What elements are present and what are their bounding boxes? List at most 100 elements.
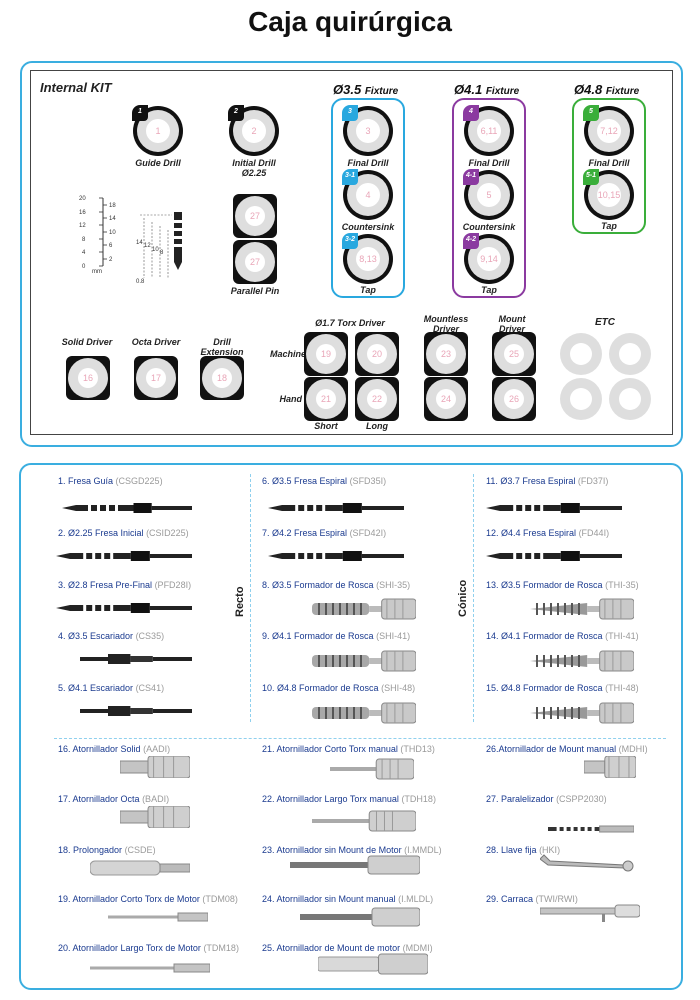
etc-slot [560, 378, 602, 420]
catalog-item-label: 18. Prolongador (CSDE) [58, 845, 156, 855]
catalog-item-label: 26.Atornillador de Mount manual (MDHI) [486, 744, 648, 754]
solid-driver-slot: 16 [66, 356, 110, 400]
catalog-item-label: 1. Fresa Guía (CSGD225) [58, 476, 163, 486]
item-code: (THI-35) [605, 580, 639, 590]
fixture-41-group [452, 98, 526, 298]
item-name: 23. Atornillador sin Mount de Motor [262, 845, 402, 855]
item-code: (TDH18) [401, 794, 436, 804]
catalog-item-label: 17. Atornillador Octa (BADI) [58, 794, 169, 804]
gauge-tick: 6 [109, 243, 113, 249]
instrument-image [539, 900, 641, 927]
catalog-item-label: 8. Ø3.5 Formador de Rosca (SHI-35) [262, 580, 410, 590]
item-code: (THI-41) [605, 631, 639, 641]
solid-driver-label: Solid Driver [61, 337, 113, 347]
instrument-image [530, 702, 635, 729]
recto-label: Recto [234, 586, 246, 617]
conico-label: Cónico [457, 579, 469, 617]
item-code: (MDMI) [402, 943, 433, 953]
mountless-driver-title: Mountless Driver [423, 314, 469, 334]
catalog-item-label: 11. Ø3.7 Fresa Espiral (FD37I) [486, 476, 608, 486]
fixture-35-group [331, 98, 405, 298]
item-name: 3. Ø2.8 Fresa Pre-Final [58, 580, 153, 590]
instrument-image [486, 545, 622, 572]
item-code: (THI-48) [605, 683, 639, 693]
instrument-image [530, 650, 635, 677]
mount-driver-title: Mount Driver [498, 314, 526, 334]
catalog-item-label: 13. Ø3.5 Formador de Rosca (THI-35) [486, 580, 639, 590]
instrument-image [583, 755, 637, 783]
gauge-tick: 20 [79, 196, 86, 202]
catalog-item-label: 3. Ø2.8 Fresa Pre-Final (PFD28I) [58, 580, 191, 590]
item-name: 5. Ø4.1 Escariador [58, 683, 134, 693]
catalog-item-label: 20. Atornillador Largo Torx de Motor (TD… [58, 943, 239, 953]
item-code: (SHI-48) [381, 683, 416, 693]
item-name: 28. Llave fija [486, 845, 537, 855]
mountless-slot-23: 23 [424, 332, 468, 376]
instrument-image [312, 650, 417, 677]
35-tap-label: Tap [360, 285, 376, 295]
item-name: 24. Atornillador sin Mount manual [262, 894, 396, 904]
fixture-48-group [572, 98, 646, 234]
catalog-item-label: 24. Atornillador sin Mount manual (I.MLD… [262, 894, 433, 904]
item-name: 16. Atornillador Solid [58, 744, 141, 754]
catalog-item-label: 9. Ø4.1 Formador de Rosca (SHI-41) [262, 631, 410, 641]
long-label: Long [366, 421, 388, 431]
gauge-depth: 14 [136, 240, 143, 246]
gauge-depth: 8 [160, 250, 164, 256]
item-code: (CSPP2030) [556, 794, 607, 804]
parallel-pin-slot-2: 27 [233, 240, 277, 284]
mount-slot-26: 26 [492, 377, 536, 421]
octa-driver-label: Octa Driver [131, 337, 181, 347]
gauge-tick: 12 [79, 223, 86, 229]
item-code: (TDM18) [203, 943, 239, 953]
48-final-drill-label: Final Drill [588, 158, 630, 168]
divider [250, 474, 251, 722]
item-code: (BADI) [142, 794, 170, 804]
fixture-35-title: Ø3.5 Fixture [333, 82, 399, 97]
catalog-item-label: 19. Atornillador Corto Torx de Motor (TD… [58, 894, 238, 904]
41-tap-label: Tap [481, 285, 497, 295]
item-code: (CS35) [135, 631, 165, 641]
item-code: (SFD35I) [349, 476, 387, 486]
parallel-pin-label: Parallel Pin [230, 286, 280, 296]
item-code: (PFD28I) [154, 580, 192, 590]
gauge-depth: 10 [152, 247, 159, 253]
torx-slot-20: 20 [355, 332, 399, 376]
instrument-image [56, 545, 192, 572]
item-name: 2. Ø2.25 Fresa Inicial [58, 528, 144, 538]
instrument-image [486, 497, 622, 524]
octa-driver-slot: 17 [134, 356, 178, 400]
41-countersink-label: Countersink [462, 222, 516, 232]
instrument-image [62, 497, 192, 524]
gauge-tick: 10 [109, 230, 116, 236]
catalog-frame [19, 463, 683, 990]
divider [54, 738, 666, 739]
item-code: (TDM08) [202, 894, 238, 904]
item-code: (CSDE) [124, 845, 156, 855]
drill-extension-slot: 18 [200, 356, 244, 400]
instrument-image [268, 497, 404, 524]
item-code: (CS41) [135, 683, 165, 693]
catalog-item-label: 2. Ø2.25 Fresa Inicial (CSID225) [58, 528, 189, 538]
instrument-image [89, 857, 191, 884]
drill-extension-label: Drill Extension [200, 337, 244, 357]
catalog-item-label: 10. Ø4.8 Formador de Rosca (SHI-48) [262, 683, 415, 693]
gauge-tick: 4 [82, 250, 86, 256]
etc-title: ETC [595, 317, 615, 328]
item-name: 20. Atornillador Largo Torx de Motor [58, 943, 201, 953]
catalog-item-label: 16. Atornillador Solid (AADI) [58, 744, 170, 754]
hand-label: Hand [279, 394, 303, 404]
item-name: 4. Ø3.5 Escariador [58, 631, 134, 641]
item-code: (FD44I) [578, 528, 610, 538]
torx-slot-22: 22 [355, 377, 399, 421]
gauge-unit: mm [92, 269, 102, 275]
page-title: Caja quirúrgica [248, 6, 452, 37]
item-code: (I.MLDL) [398, 894, 434, 904]
torx-slot-21: 21 [304, 377, 348, 421]
instrument-image [317, 953, 429, 980]
short-label: Short [314, 421, 338, 431]
catalog-item-label: 22. Atornillador Largo Torx manual (TDH1… [262, 794, 436, 804]
